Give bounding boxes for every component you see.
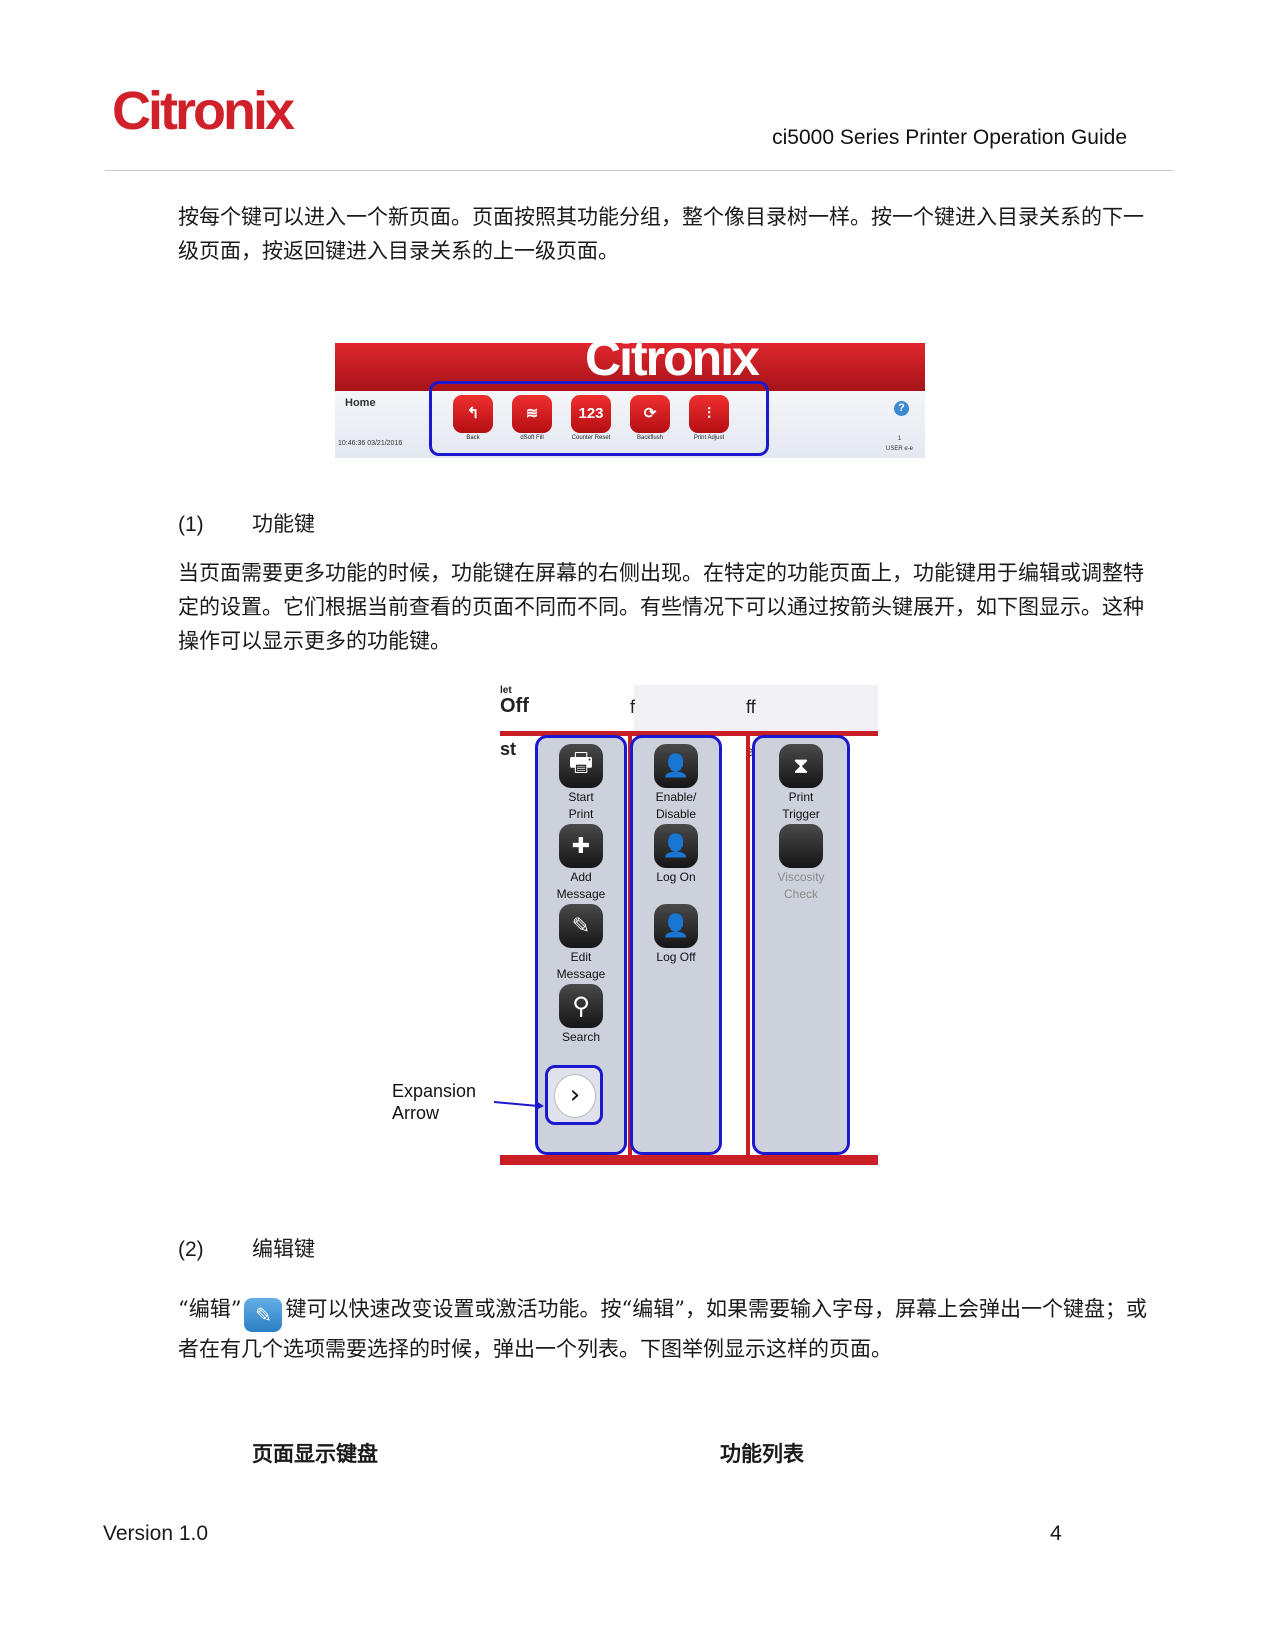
chevron-right-icon: › <box>569 1080 581 1110</box>
enable-disable-label: Enable/Disable <box>655 790 697 821</box>
section-2-paragraph: “编辑”✎键可以快速改变设置或激活功能。按“编辑”，如果需要输入字母，屏幕上会弹… <box>178 1297 1147 1361</box>
help-icon[interactable]: ? <box>894 401 909 416</box>
edit-pencil-icon: ✎ <box>244 1298 283 1332</box>
back-icon: ↰ <box>453 395 493 433</box>
banner-logo: Citronix <box>585 343 760 386</box>
section-2-heading: (2) 编辑键 <box>178 1233 315 1263</box>
header-divider <box>105 170 1173 171</box>
backflush-label: Backflush <box>636 435 663 441</box>
fragment-text: st <box>500 739 517 759</box>
red-divider <box>500 731 878 736</box>
intro-paragraph: 按每个键可以进入一个新页面。页面按照其功能分组，整个像目录树一样。按一个键进入目… <box>178 205 1144 263</box>
enable-disable-key[interactable]: 👤 Enable/Disable <box>636 744 716 823</box>
page-number: 4 <box>1050 1522 1062 1545</box>
dsoft-fill-label: dSoft Fill <box>520 435 544 441</box>
home-label: Home <box>345 397 376 409</box>
document-title: ci5000 Series Printer Operation Guide <box>772 126 1127 149</box>
red-footer-bar <box>500 1155 878 1165</box>
function-top-strip <box>500 685 878 733</box>
callout-arrow-icon <box>494 1101 544 1110</box>
search-key[interactable]: ⚲ Search <box>541 984 621 1046</box>
sliders-icon: ⫶ <box>689 395 729 433</box>
counter-reset-label: Counter Reset <box>571 435 611 441</box>
navigation-key-group <box>429 381 769 456</box>
dsoft-fill-key[interactable]: ≋ dSoft Fill <box>511 395 553 442</box>
log-off-key[interactable]: 👤 Log Off <box>636 904 716 966</box>
expansion-arrow-button[interactable]: › <box>554 1074 596 1118</box>
function-key-column-2: 👤 Enable/Disable 👤 Log On 👤 Log Off <box>630 735 722 1155</box>
user-edit-icon: 👤 <box>654 744 698 788</box>
user-unlock-icon: 👤 <box>654 824 698 868</box>
viscosity-icon <box>779 824 823 868</box>
counter-icon: 123 <box>571 395 611 433</box>
magnifier-icon: ⚲ <box>559 984 603 1028</box>
expansion-arrow-box: › <box>545 1065 603 1125</box>
counter-reset-key[interactable]: 123 Counter Reset <box>570 395 612 442</box>
fragment-text: f <box>630 697 636 717</box>
backflush-icon: ⟳ <box>630 395 670 433</box>
caption-keyboard-page: 页面显示键盘 <box>252 1441 378 1466</box>
printer-icon: 🖶 <box>559 744 603 788</box>
user-lock-icon: 👤 <box>654 904 698 948</box>
home-screen-image: Citronix Home 10:46:36 03/21/2016 ? 1 US… <box>335 343 925 458</box>
log-off-label: Log Off <box>656 950 696 964</box>
fill-icon: ≋ <box>512 395 552 433</box>
caption-function-list: 功能列表 <box>720 1441 804 1466</box>
section-1-number: (1) <box>178 513 204 536</box>
section-1-title: 功能键 <box>252 512 315 536</box>
print-adjust-key[interactable]: ⫶ Print Adjust <box>688 395 730 442</box>
backflush-key[interactable]: ⟳ Backflush <box>629 395 671 442</box>
fragment-text: Off <box>500 695 529 717</box>
section-2-number: (2) <box>178 1238 204 1261</box>
section-2-title: 编辑键 <box>252 1237 315 1261</box>
edit-message-icon: ✎ <box>559 904 603 948</box>
citronix-logo: Citronix <box>112 81 295 141</box>
user-indicator: 1 USER e-e <box>886 436 914 452</box>
search-label: Search <box>561 1030 601 1044</box>
footer-version: Version 1.0 <box>103 1522 209 1545</box>
back-key-label: Back <box>466 435 480 441</box>
fragment-text: ff <box>746 697 756 717</box>
log-on-key[interactable]: 👤 Log On <box>636 824 716 886</box>
back-key[interactable]: ↰ Back <box>452 395 494 442</box>
add-message-icon: ✚ <box>559 824 603 868</box>
home-time: 10:46:36 03/21/2016 <box>338 440 403 447</box>
print-adjust-label: Print Adjust <box>693 435 725 441</box>
section-1-paragraph: 当页面需要更多功能的时候，功能键在屏幕的右侧出现。在特定的功能页面上，功能键用于… <box>178 561 1144 653</box>
log-on-label: Log On <box>656 870 696 884</box>
fragment-text: let <box>500 685 512 696</box>
print-trigger-icon: ⧗ <box>779 744 823 788</box>
column-separator <box>746 735 750 1157</box>
section-1-heading: (1) 功能键 <box>178 508 315 538</box>
